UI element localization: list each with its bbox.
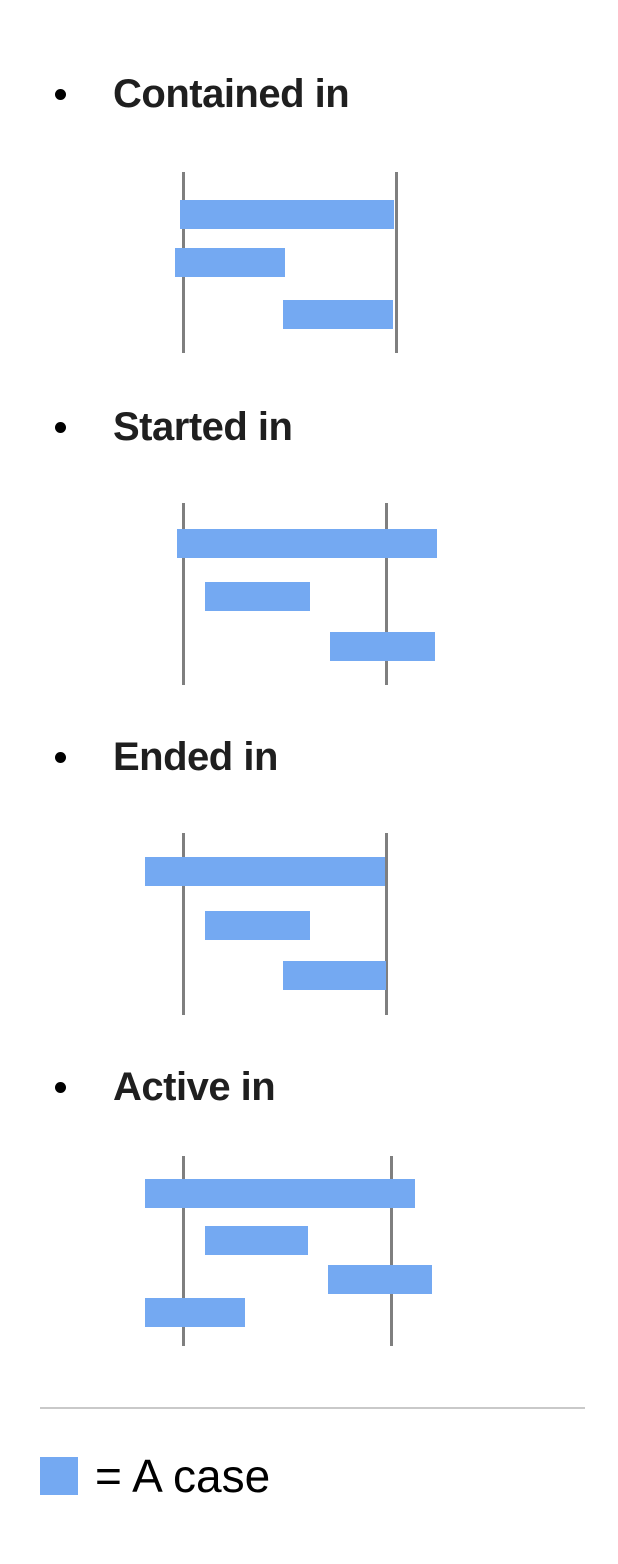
bullet-icon (55, 1081, 66, 1093)
bullet-icon (55, 421, 66, 433)
case-bar (177, 529, 437, 558)
divider-line (40, 1407, 585, 1409)
legend-label: = A case (95, 1450, 271, 1502)
case-bar (145, 1298, 245, 1327)
bullet-item-contained-in: Contained in (50, 70, 350, 118)
legend: = A case (40, 1450, 270, 1502)
case-bar (283, 300, 393, 329)
timeframe-boundary-line (385, 503, 388, 685)
bullet-icon (55, 751, 66, 763)
bullet-icon (55, 88, 66, 100)
case-bar (205, 911, 310, 940)
timeframe-boundary-line (390, 1156, 393, 1346)
timeline-diagram-ended-in (140, 833, 460, 1015)
timeline-diagram-contained-in (140, 172, 440, 353)
timeframe-boundary-line (385, 833, 388, 1015)
item-label-contained-in: Contained in (113, 71, 350, 116)
case-bar (328, 1265, 432, 1294)
case-bar (205, 582, 310, 611)
case-swatch-icon (40, 1457, 78, 1495)
case-bar (145, 857, 385, 886)
case-bar (205, 1226, 308, 1255)
bullet-item-started-in: Started in (50, 403, 293, 451)
case-bar (145, 1179, 415, 1208)
bullet-item-active-in: Active in (50, 1063, 276, 1111)
timeframe-boundary-line (182, 503, 185, 685)
case-bar (283, 961, 386, 990)
timeframe-boundary-line (182, 1156, 185, 1346)
case-bar (175, 248, 285, 277)
timeframe-boundary-line (182, 833, 185, 1015)
timeline-diagram-active-in (140, 1156, 460, 1346)
item-label-ended-in: Ended in (113, 734, 278, 779)
timeline-diagram-started-in (140, 503, 460, 685)
item-label-active-in: Active in (113, 1064, 276, 1109)
timeframe-boundary-line (395, 172, 398, 353)
item-label-started-in: Started in (113, 404, 293, 449)
bullet-item-ended-in: Ended in (50, 733, 278, 781)
case-bar (330, 632, 435, 661)
case-bar (180, 200, 394, 229)
